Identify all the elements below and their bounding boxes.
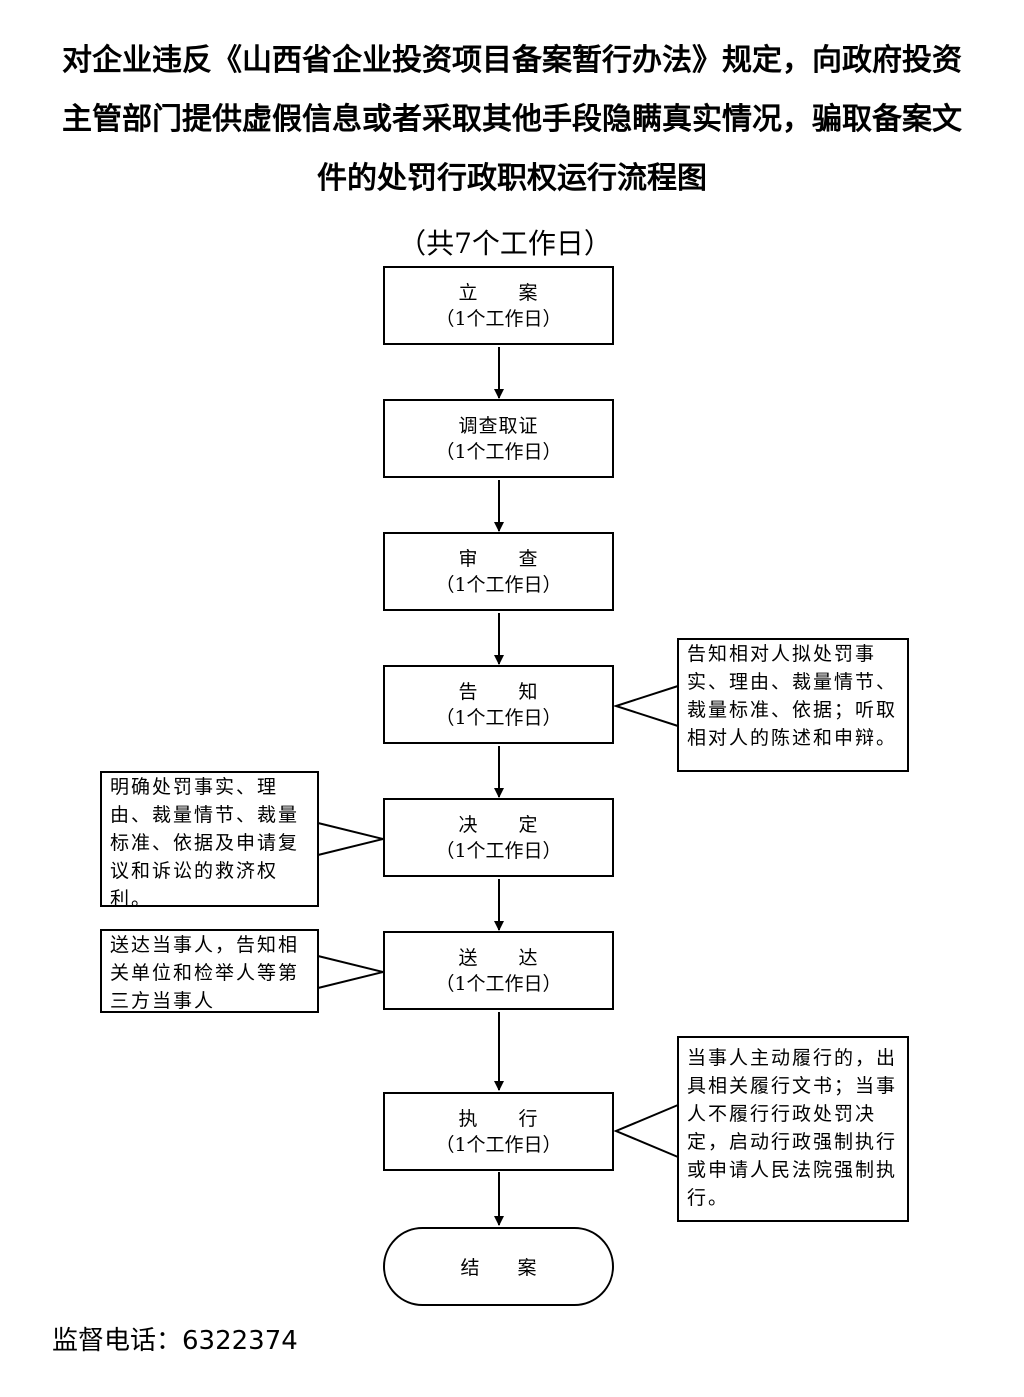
note-execute: 当事人主动履行的，出具相关履行文书；当事人不履行行政处罚决定，启动行政强制执行或… xyxy=(677,1036,909,1222)
note-deliver: 送达当事人，告知相关单位和检举人等第三方当事人 xyxy=(100,929,319,1013)
step-days: （1个工作日） xyxy=(435,573,562,596)
step-days: （1个工作日） xyxy=(435,706,562,729)
step-days: （1个工作日） xyxy=(435,307,562,330)
callout-inform xyxy=(612,685,679,727)
step-deliver: 送 达 （1个工作日） xyxy=(383,931,614,1010)
step-review: 审 查 （1个工作日） xyxy=(383,532,614,611)
step-days: （1个工作日） xyxy=(435,839,562,862)
callout-deliver xyxy=(317,955,384,989)
step-execute: 执 行 （1个工作日） xyxy=(383,1092,614,1171)
step-days: （1个工作日） xyxy=(435,1133,562,1156)
step-name: 审 查 xyxy=(458,547,539,570)
subtitle: （共7个工作日） xyxy=(398,227,612,260)
step-close-case: 结 案 xyxy=(383,1227,614,1306)
note-inform: 告知相对人拟处罚事实、理由、裁量情节、裁量标准、依据；听取相对人的陈述和申辩。 xyxy=(677,638,909,772)
step-name: 决 定 xyxy=(458,813,539,836)
callout-execute xyxy=(613,1104,679,1158)
supervision-phone: 监督电话：6322374 xyxy=(52,1326,298,1356)
step-inform: 告 知 （1个工作日） xyxy=(383,665,614,744)
step-name: 告 知 xyxy=(458,680,539,703)
step-name: 立 案 xyxy=(458,281,539,304)
title-line-1: 对企业违反《山西省企业投资项目备案暂行办法》规定，向政府投资 xyxy=(62,43,962,78)
step-investigate: 调查取证 （1个工作日） xyxy=(383,399,614,478)
title-line-2: 主管部门提供虚假信息或者采取其他手段隐瞒真实情况，骗取备案文 xyxy=(62,102,962,137)
step-days: （1个工作日） xyxy=(435,440,562,463)
note-decide: 明确处罚事实、理由、裁量情节、裁量标准、依据及申请复议和诉讼的救济权利。 xyxy=(100,771,319,910)
step-days: （1个工作日） xyxy=(435,972,562,995)
step-file-case: 立 案 （1个工作日） xyxy=(383,266,614,345)
callout-decide xyxy=(317,822,384,856)
step-name: 调查取证 xyxy=(458,414,539,437)
title-line-3: 件的处罚行政职权运行流程图 xyxy=(317,161,707,196)
step-name: 送 达 xyxy=(458,946,539,969)
step-decide: 决 定 （1个工作日） xyxy=(383,798,614,877)
step-name: 执 行 xyxy=(458,1107,539,1130)
